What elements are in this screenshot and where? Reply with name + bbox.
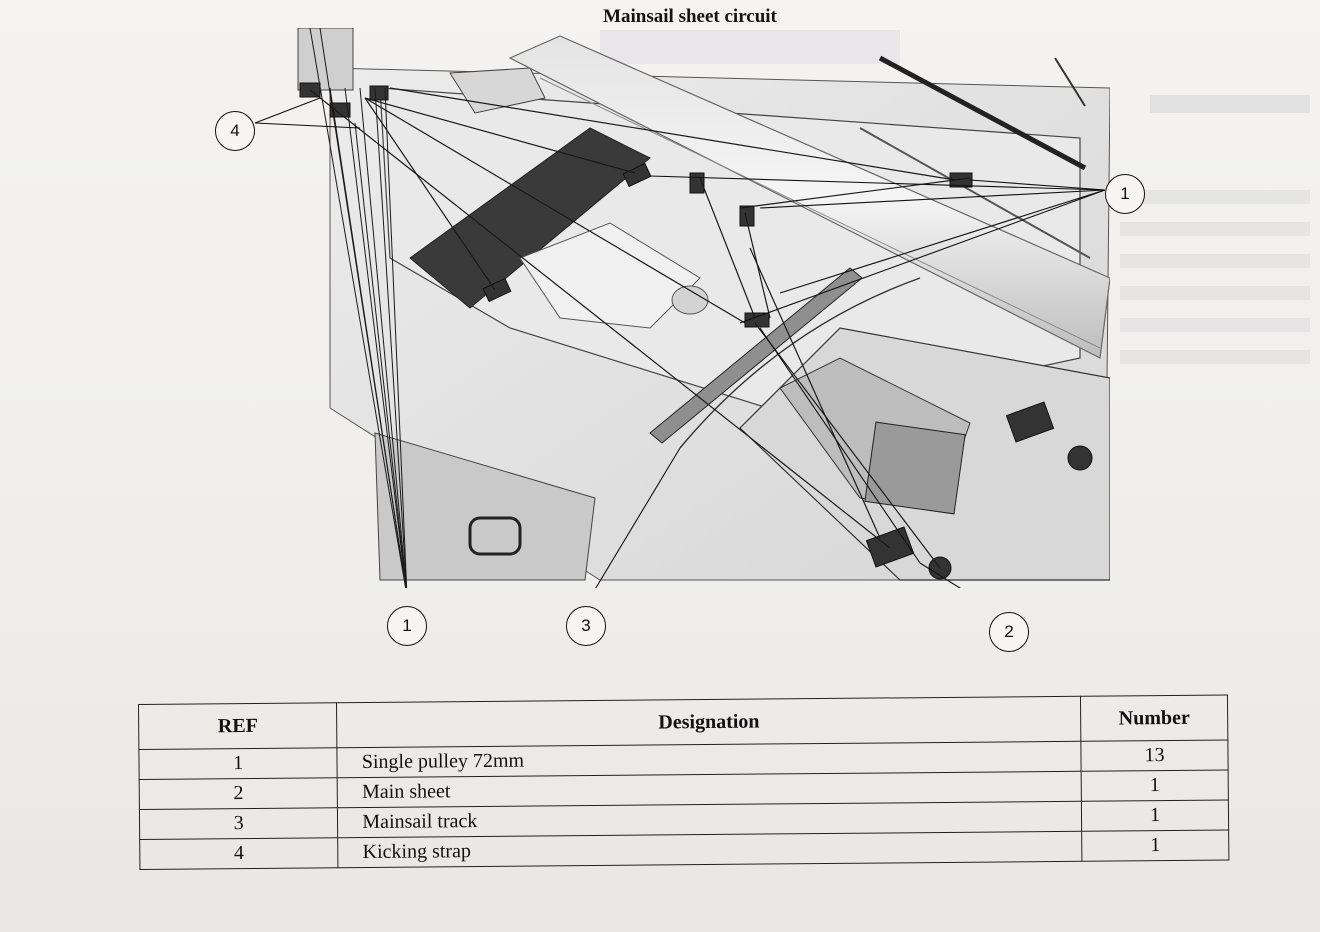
cell-designation: Kicking strap: [337, 831, 1083, 868]
cell-ref: 2: [139, 777, 338, 810]
callout-kicking-strap: 4: [215, 111, 255, 151]
page-title: Mainsail sheet circuit: [603, 6, 777, 27]
winch-dome: [671, 285, 709, 315]
callout-main-sheet: 2: [989, 612, 1029, 652]
cell-ref: 4: [139, 837, 339, 870]
cell-number: 13: [1081, 739, 1229, 772]
rigging-illustration: [254, 28, 1110, 588]
dark-window: [409, 127, 651, 309]
cell-number: 1: [1081, 799, 1229, 832]
sheet-lines: [309, 87, 971, 569]
callout-leaders: [254, 97, 1106, 588]
boom: [508, 35, 1110, 359]
track-curve: [679, 277, 921, 449]
bleed-through-shading: [1120, 190, 1310, 380]
bleed-through-shading: [1150, 95, 1310, 113]
callout-pulley-right: 1: [1105, 174, 1145, 214]
header-designation: Designation: [336, 696, 1082, 748]
callout-mainsail-track: 3: [566, 606, 606, 646]
parts-table: REF Designation Number 1 Single pulley 7…: [138, 694, 1229, 870]
callout-pulley-left: 1: [387, 606, 427, 646]
cell-number: 1: [1081, 769, 1229, 802]
cell-ref: 1: [138, 747, 338, 780]
callout-label: 4: [230, 121, 240, 140]
batten: [878, 55, 1087, 171]
callout-label: 3: [581, 616, 591, 635]
cell-ref: 3: [139, 807, 338, 840]
side-deck: [374, 432, 596, 581]
boom-edge: [539, 77, 1101, 349]
mast-leader-lines: [309, 28, 408, 588]
batten: [1054, 57, 1086, 107]
callout-label: 1: [402, 616, 412, 635]
batten: [859, 127, 1091, 259]
callout-label: 1: [1120, 184, 1130, 203]
deck-cleat: [468, 516, 522, 556]
companionway-step: [864, 421, 966, 515]
cell-number: 1: [1081, 829, 1229, 862]
header-number: Number: [1080, 694, 1228, 742]
mast: [297, 28, 354, 91]
callout-label: 2: [1004, 622, 1014, 641]
header-ref: REF: [138, 702, 338, 750]
